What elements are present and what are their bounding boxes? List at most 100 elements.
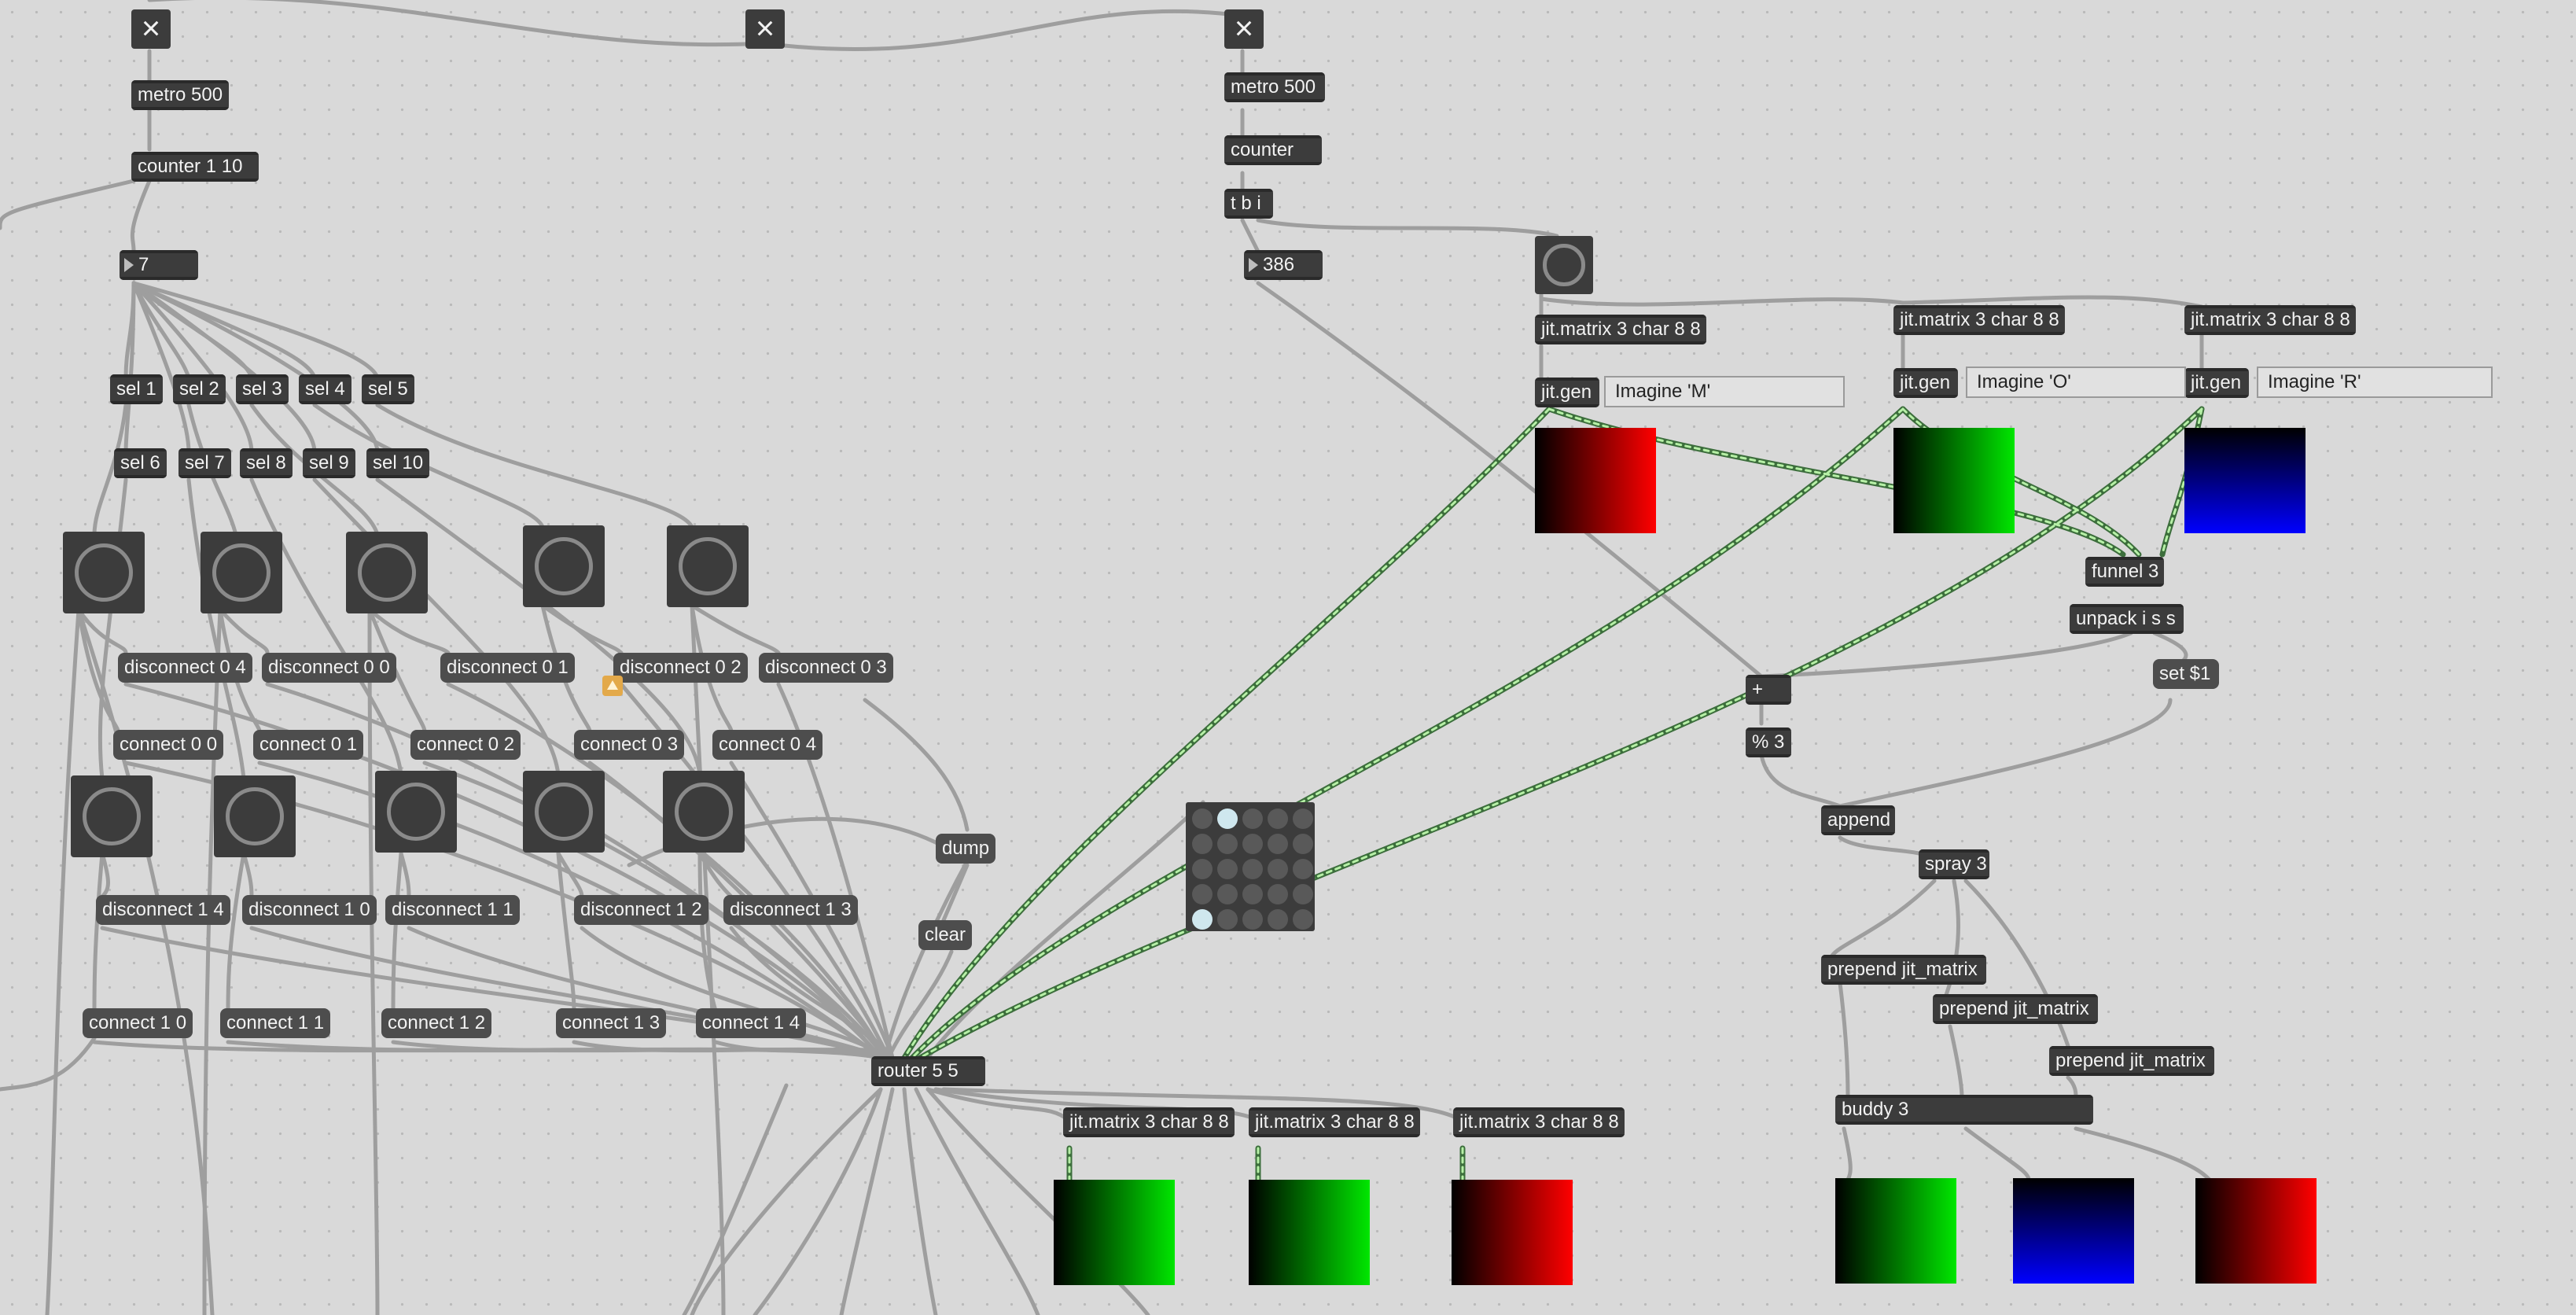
- funnel-object[interactable]: funnel 3: [2085, 557, 2164, 587]
- matrix-cell[interactable]: [1192, 834, 1213, 854]
- sel-object[interactable]: sel 7: [178, 448, 231, 478]
- toggle-2[interactable]: ×: [745, 9, 785, 49]
- matrix-cell[interactable]: [1242, 884, 1263, 904]
- sel-object[interactable]: sel 2: [173, 374, 226, 404]
- jit-gen-object[interactable]: jit.gen: [1893, 368, 1958, 398]
- sel-object[interactable]: sel 6: [114, 448, 167, 478]
- matrix-cell[interactable]: [1268, 884, 1288, 904]
- matrix-cell[interactable]: [1217, 859, 1238, 879]
- modulo-object[interactable]: % 3: [1746, 727, 1791, 757]
- disconnect-message[interactable]: disconnect 1 1: [385, 895, 520, 925]
- trigger-object[interactable]: t b i: [1224, 189, 1273, 219]
- sel-object[interactable]: sel 3: [236, 374, 289, 404]
- disconnect-message[interactable]: disconnect 1 3: [723, 895, 858, 925]
- connect-message[interactable]: connect 1 3: [556, 1008, 667, 1038]
- matrix-cell[interactable]: [1268, 809, 1288, 829]
- matrix-cell[interactable]: [1293, 834, 1313, 854]
- disconnect-message[interactable]: disconnect 0 2: [613, 653, 748, 683]
- matrix-cell[interactable]: [1293, 859, 1313, 879]
- prepend-object[interactable]: prepend jit_matrix: [1821, 955, 1986, 985]
- number-box-right[interactable]: 386: [1244, 250, 1323, 280]
- sel-object[interactable]: sel 4: [299, 374, 351, 404]
- jit-matrix-object[interactable]: jit.matrix 3 char 8 8: [1453, 1107, 1625, 1137]
- bang-button[interactable]: [346, 532, 428, 613]
- bang-button[interactable]: [663, 771, 745, 853]
- sel-object[interactable]: sel 9: [303, 448, 355, 478]
- jit-gen-object[interactable]: jit.gen: [1535, 378, 1599, 407]
- toggle-1[interactable]: ×: [131, 9, 171, 49]
- connect-message[interactable]: connect 0 1: [253, 730, 364, 760]
- bang-button[interactable]: [214, 775, 296, 857]
- buddy-object[interactable]: buddy 3: [1835, 1095, 2093, 1125]
- clear-message[interactable]: clear: [918, 920, 973, 950]
- disconnect-message[interactable]: disconnect 0 3: [759, 653, 893, 683]
- prepend-object[interactable]: prepend jit_matrix: [1933, 994, 2098, 1024]
- counter-object-left[interactable]: counter 1 10: [131, 152, 259, 182]
- metro-object-left[interactable]: metro 500: [131, 80, 230, 110]
- connect-message[interactable]: connect 0 2: [410, 730, 521, 760]
- bang-button[interactable]: [375, 771, 457, 853]
- matrix-cell[interactable]: [1217, 884, 1238, 904]
- connect-message[interactable]: connect 0 0: [113, 730, 224, 760]
- counter-object-right[interactable]: counter: [1224, 135, 1322, 165]
- unpack-object[interactable]: unpack i s s: [2070, 604, 2184, 634]
- bang-button[interactable]: [523, 771, 605, 853]
- matrix-cell[interactable]: [1192, 909, 1213, 930]
- matrix-cell[interactable]: [1293, 909, 1313, 930]
- jit-matrix-object[interactable]: jit.matrix 3 char 8 8: [1249, 1107, 1420, 1137]
- jit-gen-object[interactable]: jit.gen: [2184, 368, 2249, 398]
- matrix-cell[interactable]: [1268, 834, 1288, 854]
- matrix-cell[interactable]: [1268, 909, 1288, 930]
- jit-matrix-object[interactable]: jit.matrix 3 char 8 8: [1893, 305, 2065, 335]
- bang-button[interactable]: [71, 775, 153, 857]
- disconnect-message[interactable]: disconnect 0 1: [440, 653, 575, 683]
- sel-object[interactable]: sel 8: [240, 448, 293, 478]
- plus-object[interactable]: +: [1746, 675, 1791, 705]
- jit-matrix-object[interactable]: jit.matrix 3 char 8 8: [1063, 1107, 1235, 1137]
- bang-button[interactable]: [63, 532, 145, 613]
- matrix-cell[interactable]: [1242, 859, 1263, 879]
- matrix-cell[interactable]: [1242, 809, 1263, 829]
- sel-object[interactable]: sel 10: [366, 448, 430, 478]
- matrix-cell[interactable]: [1293, 884, 1313, 904]
- disconnect-message[interactable]: disconnect 0 0: [262, 653, 396, 683]
- matrix-control[interactable]: [1186, 802, 1315, 931]
- disconnect-message[interactable]: disconnect 1 0: [242, 895, 377, 925]
- router-object[interactable]: router 5 5: [871, 1056, 985, 1086]
- matrix-cell[interactable]: [1192, 859, 1213, 879]
- append-object[interactable]: append: [1821, 805, 1895, 835]
- matrix-cell[interactable]: [1217, 909, 1238, 930]
- sel-object[interactable]: sel 1: [110, 374, 163, 404]
- connect-message[interactable]: connect 1 2: [381, 1008, 492, 1038]
- disconnect-message[interactable]: disconnect 0 4: [118, 653, 252, 683]
- connect-message[interactable]: connect 0 3: [574, 730, 685, 760]
- prepend-object[interactable]: prepend jit_matrix: [2049, 1046, 2214, 1076]
- matrix-cell[interactable]: [1192, 884, 1213, 904]
- matrix-cell[interactable]: [1217, 809, 1238, 829]
- bang-button[interactable]: [1535, 236, 1593, 294]
- number-box-left[interactable]: 7: [120, 250, 198, 280]
- matrix-cell[interactable]: [1192, 809, 1213, 829]
- set-message[interactable]: set $1: [2153, 659, 2219, 689]
- spray-object[interactable]: spray 3: [1919, 849, 1989, 879]
- sel-object[interactable]: sel 5: [362, 374, 414, 404]
- bang-button[interactable]: [201, 532, 282, 613]
- connect-message[interactable]: connect 1 1: [220, 1008, 331, 1038]
- connect-message[interactable]: connect 0 4: [712, 730, 823, 760]
- patch-lock-icon[interactable]: [599, 672, 626, 699]
- toggle-3[interactable]: ×: [1224, 9, 1264, 49]
- matrix-cell[interactable]: [1242, 909, 1263, 930]
- matrix-cell[interactable]: [1217, 834, 1238, 854]
- disconnect-message[interactable]: disconnect 1 4: [96, 895, 230, 925]
- metro-object-right[interactable]: metro 500: [1224, 72, 1325, 102]
- connect-message[interactable]: connect 1 4: [696, 1008, 807, 1038]
- bang-button[interactable]: [667, 525, 749, 607]
- disconnect-message[interactable]: disconnect 1 2: [574, 895, 708, 925]
- bang-button[interactable]: [523, 525, 605, 607]
- jit-matrix-object[interactable]: jit.matrix 3 char 8 8: [2184, 305, 2356, 335]
- matrix-cell[interactable]: [1242, 834, 1263, 854]
- dump-message[interactable]: dump: [936, 834, 996, 864]
- matrix-cell[interactable]: [1268, 859, 1288, 879]
- jit-matrix-object[interactable]: jit.matrix 3 char 8 8: [1535, 315, 1706, 344]
